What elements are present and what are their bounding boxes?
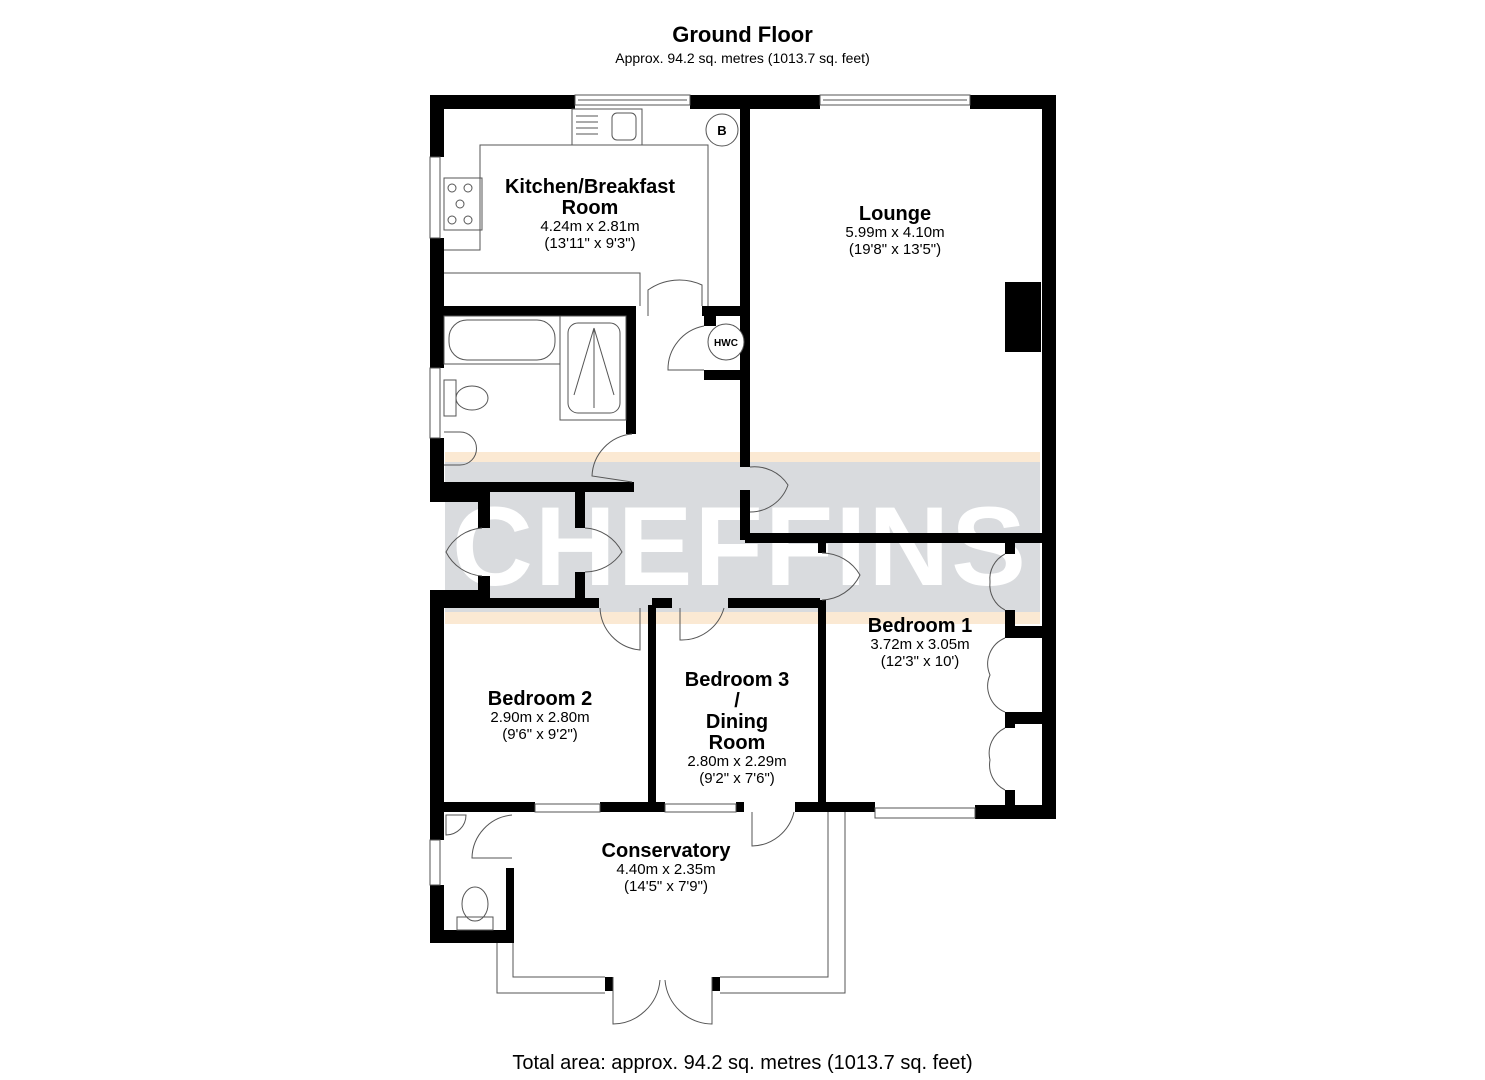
room-imperial: (19'8" x 13'5")	[848, 240, 942, 258]
room-metric: 4.24m x 2.81m	[540, 218, 640, 235]
floor-area-subtitle: Approx. 94.2 sq. metres (1013.7 sq. feet…	[615, 50, 870, 66]
room-name: Lounge	[858, 203, 932, 225]
room-imperial: (12'3" x 10')	[880, 652, 960, 670]
room-imperial: (9'6" x 9'2")	[502, 725, 578, 743]
hot-water-cylinder-icon: HWC	[707, 323, 745, 361]
room-name-line3: Dining	[705, 711, 769, 733]
room-name: Conservatory	[601, 840, 731, 862]
room-name: Kitchen/Breakfast	[504, 176, 676, 198]
floor-title: Ground Floor	[672, 22, 813, 47]
doors	[445, 279, 1006, 1025]
windows	[429, 94, 976, 994]
kitchen-fittings	[443, 108, 709, 306]
bathroom-fittings	[443, 315, 627, 466]
total-area: Total area: approx. 94.2 sq. metres (101…	[512, 1052, 973, 1074]
room-imperial: (13'11" x 9'3")	[544, 234, 636, 252]
room-name-line2: Room	[561, 197, 619, 219]
room-imperial: (9'2" x 7'6")	[699, 769, 775, 787]
room-metric: 4.40m x 2.35m	[616, 861, 716, 878]
svg-text:HWC: HWC	[714, 338, 738, 349]
wc-fittings	[445, 814, 494, 931]
room-metric: 3.72m x 3.05m	[870, 636, 970, 653]
room-bedroom-3-dining: Bedroom 3 / Dining Room 2.80m x 2.29m (9…	[656, 670, 818, 787]
room-name-line4: Room	[708, 732, 766, 754]
walls	[430, 95, 1056, 991]
room-imperial: (14'5" x 7'9")	[624, 877, 708, 895]
room-conservatory: Conservatory 4.40m x 2.35m (14'5" x 7'9"…	[566, 841, 766, 895]
room-metric: 5.99m x 4.10m	[845, 224, 945, 241]
boiler-icon: B	[705, 113, 739, 147]
svg-text:CHEFFINS: CHEFFINS	[452, 484, 1028, 609]
room-name: Bedroom 1	[867, 615, 973, 637]
room-name: Bedroom 2	[487, 688, 593, 710]
room-kitchen-breakfast: Kitchen/Breakfast Room 4.24m x 2.81m (13…	[480, 177, 700, 252]
room-bedroom-1: Bedroom 1 3.72m x 3.05m (12'3" x 10')	[830, 616, 1010, 670]
room-name-line2: /	[734, 690, 740, 712]
room-bedroom-2: Bedroom 2 2.90m x 2.80m (9'6" x 9'2")	[450, 689, 630, 743]
room-lounge: Lounge 5.99m x 4.10m (19'8" x 13'5")	[795, 204, 995, 258]
room-name: Bedroom 3	[684, 669, 790, 691]
svg-text:B: B	[717, 123, 726, 138]
room-metric: 2.80m x 2.29m	[687, 753, 787, 770]
room-metric: 2.90m x 2.80m	[490, 709, 590, 726]
